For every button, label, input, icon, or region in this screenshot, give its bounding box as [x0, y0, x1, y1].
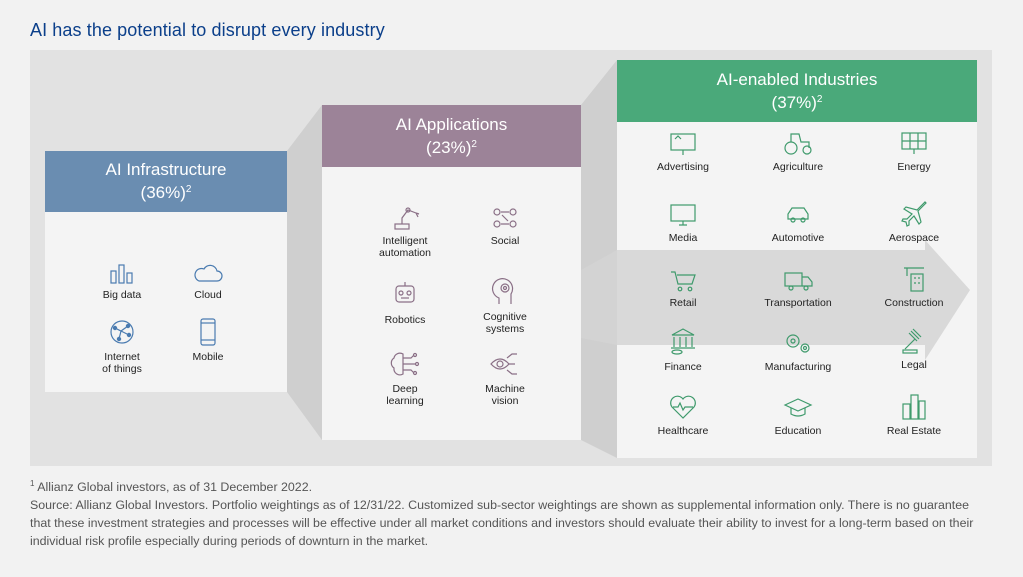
car-icon: [787, 207, 809, 223]
page-title: AI has the potential to disrupt every in…: [30, 20, 385, 40]
industries-header: AI-enabled Industries (37%)2: [617, 60, 977, 122]
footnote: 1 Allianz Global investors, as of 31 Dec…: [30, 475, 990, 496]
heart-pulse-icon: [670, 395, 696, 419]
item-label: Advertising: [657, 161, 709, 173]
item-real-estate: Real Estate: [854, 392, 974, 437]
item-label: Manufacturing: [764, 361, 832, 373]
robot-icon: [395, 282, 415, 303]
head-gear-icon: [491, 278, 514, 304]
item-label: Healthcare: [657, 425, 709, 437]
infra-note: 2: [185, 184, 192, 195]
item-cloud: Cloud: [148, 262, 268, 301]
item-label: Finance: [664, 361, 702, 373]
people-network-icon: [493, 208, 517, 228]
apps-note: 2: [471, 138, 477, 150]
item-intelligent-automation: Intelligent automation: [345, 204, 465, 259]
truck-icon: [784, 272, 813, 291]
apps-header: AI Applications (23%)2: [322, 105, 581, 167]
globe-network-icon: [110, 320, 134, 344]
apps-title: AI Applications: [395, 114, 508, 134]
connector-infra-apps: [287, 105, 322, 440]
item-mobile: Mobile: [148, 318, 268, 363]
gears-icon: [786, 334, 810, 353]
item-healthcare: Healthcare: [623, 394, 743, 437]
industries-title: AI-enabled Industries: [716, 69, 878, 89]
item-label: Media: [668, 232, 698, 244]
item-manufacturing: Manufacturing: [738, 330, 858, 373]
arrow-shape: [581, 240, 970, 360]
footnote-text: Allianz Global investors, as of 31 Decem…: [37, 480, 313, 494]
item-legal: Legal: [854, 326, 974, 371]
item-iot: Internet of things: [62, 318, 182, 375]
item-label: Aerospace: [888, 232, 940, 244]
phone-icon: [200, 318, 216, 346]
item-robotics: Robotics: [345, 280, 465, 326]
item-label: Real Estate: [886, 425, 942, 437]
industries-pct: (37%): [771, 92, 817, 112]
item-label: Mobile: [192, 351, 224, 363]
item-advertising: Advertising: [623, 130, 743, 173]
infra-title: AI Infrastructure: [105, 160, 227, 179]
bank-coins-icon: [671, 328, 695, 355]
item-label: Deep learning: [386, 383, 424, 407]
item-construction: Construction: [854, 266, 974, 309]
monitor-icon: [670, 204, 696, 226]
item-label: Automotive: [771, 232, 825, 244]
item-energy: Energy: [854, 130, 974, 173]
item-label: Big data: [102, 289, 142, 301]
item-machine-vision: Machine vision: [445, 350, 565, 407]
brain-circuit-icon: [390, 352, 420, 376]
apps-pct: (23%): [426, 137, 472, 157]
item-social: Social: [445, 204, 565, 247]
gavel-icon: [902, 328, 922, 354]
building-crane-icon: [904, 267, 924, 292]
item-label: Robotics: [384, 314, 426, 326]
item-label: Machine vision: [485, 383, 525, 407]
item-retail: Retail: [623, 270, 743, 309]
industries-note: 2: [816, 93, 823, 105]
item-aerospace: Aerospace: [854, 200, 974, 244]
item-finance: Finance: [623, 326, 743, 373]
item-transportation: Transportation: [738, 270, 858, 309]
connector-apps-industries: [581, 60, 617, 458]
item-label: Cognitive systems: [483, 311, 527, 335]
bar-chart-icon: [110, 264, 133, 284]
item-label: Education: [774, 425, 822, 437]
source-note: Source: Allianz Global Investors. Portfo…: [30, 498, 974, 548]
graduation-cap-icon: [783, 398, 813, 417]
tractor-icon: [784, 133, 812, 155]
item-label: Construction: [884, 297, 944, 309]
item-automotive: Automotive: [738, 203, 858, 244]
billboard-icon: [670, 133, 696, 155]
item-label: Intelligent automation: [379, 235, 431, 259]
robot-arm-icon: [394, 207, 420, 230]
infra-header: AI Infrastructure (36%)2: [45, 151, 287, 212]
cloud-icon: [194, 264, 223, 282]
buildings-icon: [902, 394, 926, 420]
item-media: Media: [623, 203, 743, 244]
item-cognitive-systems: Cognitive systems: [445, 276, 565, 335]
item-education: Education: [738, 396, 858, 437]
eye-circuit-icon: [490, 353, 517, 375]
shopping-cart-icon: [671, 271, 696, 292]
item-deep-learning: Deep learning: [345, 350, 465, 407]
item-big-data: Big data: [62, 262, 182, 301]
item-label: Agriculture: [772, 161, 824, 173]
airplane-icon: [901, 201, 927, 227]
item-label: Transportation: [764, 297, 832, 309]
footnote-marker: 1: [30, 479, 35, 488]
item-label: Retail: [669, 297, 697, 309]
item-label: Energy: [897, 161, 931, 173]
item-label: Cloud: [194, 289, 222, 301]
solar-panel-icon: [901, 132, 927, 154]
item-label: Internet of things: [102, 351, 142, 375]
item-label: Legal: [901, 359, 927, 371]
item-agriculture: Agriculture: [738, 130, 858, 173]
infra-pct: (36%): [140, 183, 186, 202]
item-label: Social: [490, 235, 520, 247]
